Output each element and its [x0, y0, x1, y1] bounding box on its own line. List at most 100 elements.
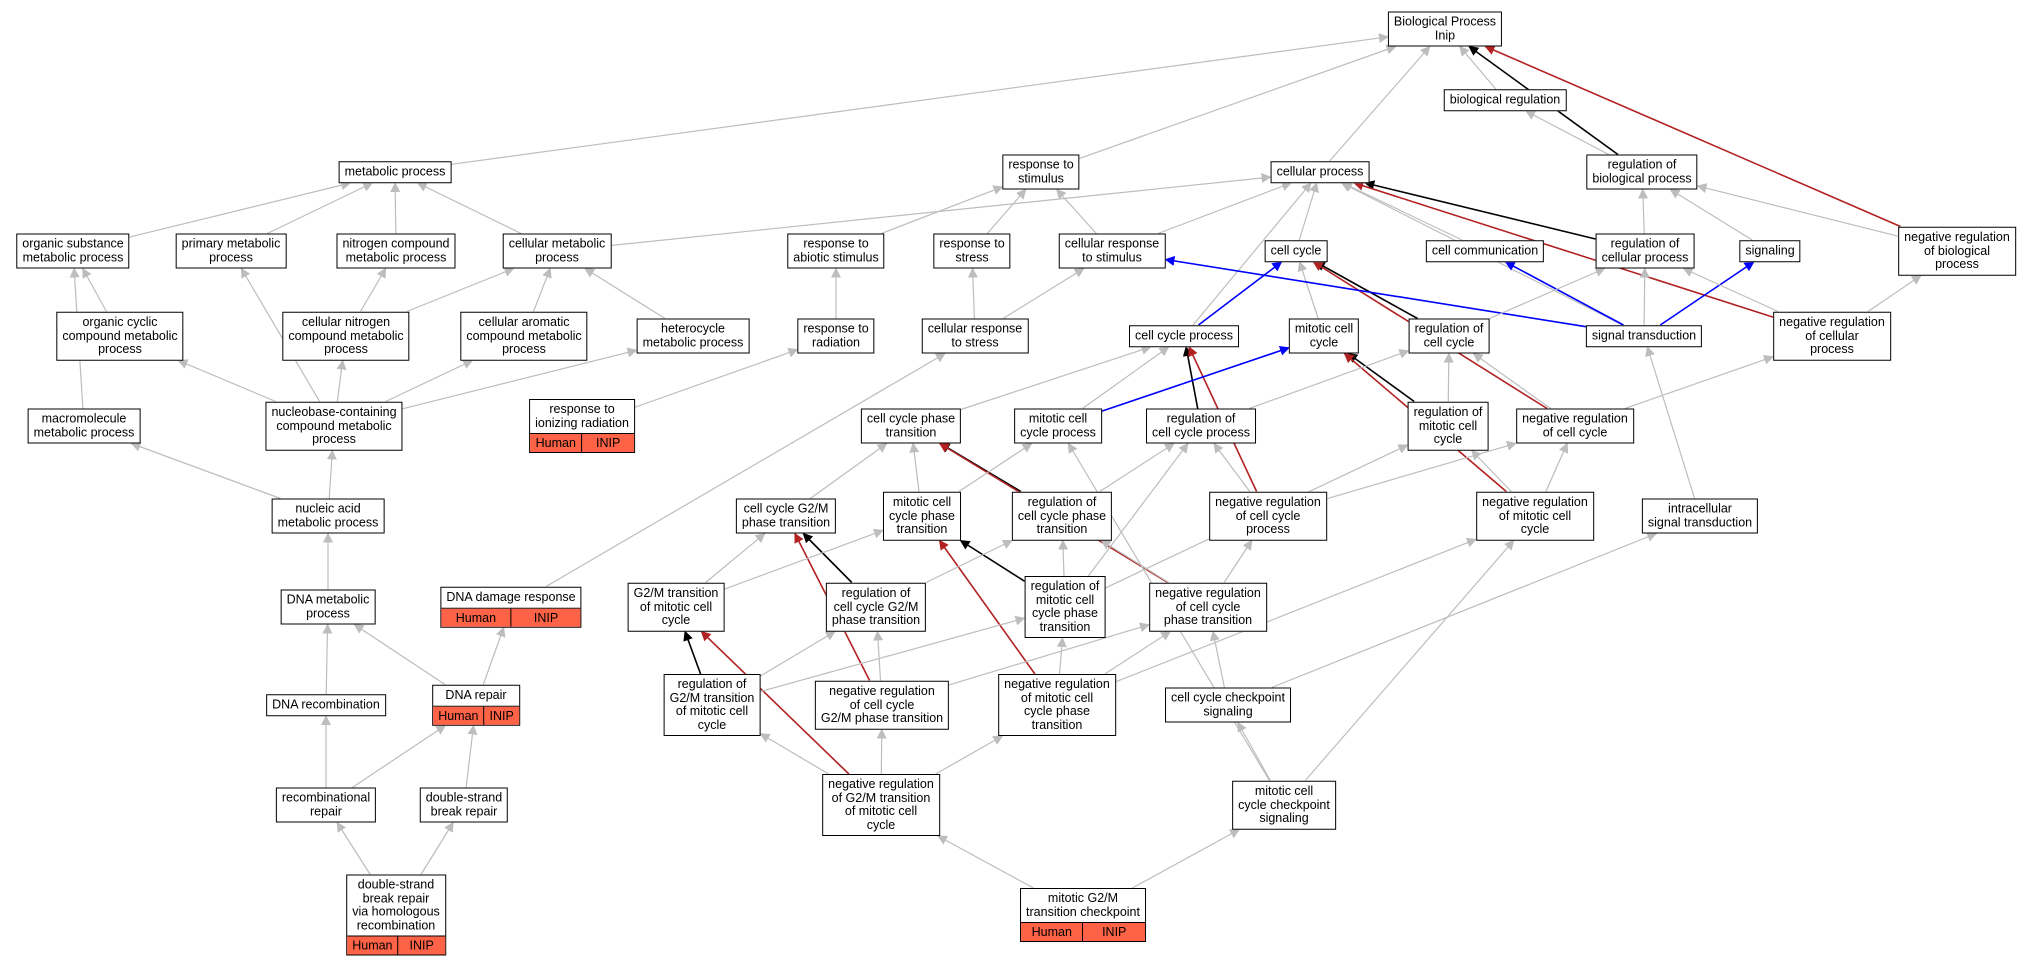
edge-nrg2mt-to-nrmccpt	[935, 735, 1004, 775]
gene-tag: INIP	[1082, 923, 1145, 941]
node-cp[interactable]: cellular process	[1270, 161, 1370, 183]
edge-cmp-to-cp	[611, 173, 1272, 246]
edge-g2mpt-to-ccpt	[809, 442, 888, 499]
edge-rccp-to-rcc	[1248, 349, 1410, 410]
edge-nrg2mt-to-nrg2mpt	[876, 728, 887, 775]
gene-tag: INIP	[510, 608, 581, 627]
node-dnarec[interactable]: DNA recombination	[266, 694, 386, 716]
edge-rts-to-bp	[1079, 44, 1397, 159]
node-label: DNA repair	[433, 686, 519, 707]
edge-nrcp-to-rcp	[1682, 267, 1779, 313]
edge-rg2mt-to-rg2mpt	[760, 630, 836, 677]
edge-nrccp-to-rccp	[1213, 442, 1251, 492]
node-ccom[interactable]: cell communication	[1425, 240, 1545, 262]
node-ccp[interactable]: cell cycle process	[1129, 325, 1239, 347]
edge-dnarec-to-dnamp	[322, 623, 333, 695]
node-mp[interactable]: metabolic process	[338, 161, 452, 183]
edge-rir-to-rrad	[634, 347, 799, 408]
node-cc[interactable]: cell cycle	[1264, 240, 1328, 262]
edge-nrmccpt-to-nrccpt	[1104, 630, 1172, 675]
edge-cacmp-to-cmp	[532, 267, 552, 312]
species-tag: Human	[1031, 925, 1072, 939]
edge-ras-to-rts	[881, 185, 1004, 235]
edge-mccp-to-ccp	[1082, 346, 1170, 409]
edge-ccp-to-cc	[1198, 261, 1283, 326]
edge-rg2mpt-to-g2mpt	[802, 532, 853, 584]
edge-rcc-to-cc	[1314, 261, 1418, 320]
edge-ncmp-to-mp	[390, 182, 401, 234]
node-sig[interactable]: signaling	[1739, 240, 1801, 262]
species-tag: Human	[438, 708, 479, 723]
edge-breg-to-bp	[1459, 45, 1497, 90]
species-tag: Human	[455, 610, 497, 625]
edge-crst-to-rst	[967, 267, 978, 319]
edge-nbcmp-to-cacmp	[385, 359, 474, 403]
edge-rccpt-to-rccp	[1099, 442, 1175, 493]
edge-nrccpt-to-nrccp	[1223, 539, 1253, 583]
edge-mccpt-to-mccp	[958, 442, 1033, 493]
edge-sig-to-rbp	[1669, 188, 1753, 241]
edge-rmccpt-to-rccpt	[1058, 539, 1069, 577]
node-breg[interactable]: biological regulation	[1443, 89, 1567, 111]
node-st[interactable]: signal transduction	[1585, 325, 1703, 347]
edge-mccpt-to-ccpt	[909, 442, 920, 492]
edge-rcc-to-rcp	[1489, 267, 1606, 320]
